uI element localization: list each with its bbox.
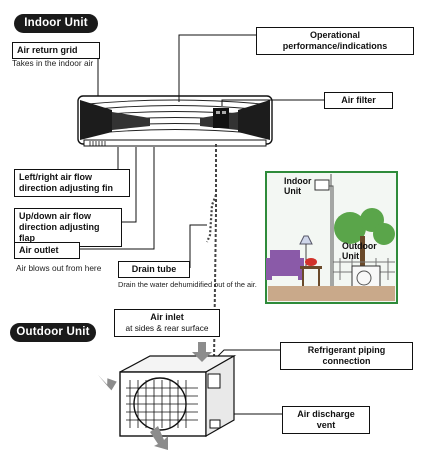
drain-tube-label: Drain tube (118, 261, 190, 278)
refrigerant-label: Refrigerant piping connection (280, 342, 413, 370)
lr-fin-label: Left/right air flow direction adjusting … (14, 169, 130, 197)
air-inlet-label: Air inlet at sides & rear surface (114, 309, 220, 337)
air-discharge-label: Air discharge vent (282, 406, 370, 434)
air-inlet-title: Air inlet (150, 312, 184, 322)
air-filter-label: Air filter (324, 92, 393, 109)
air-outlet-label: Air outlet (14, 242, 80, 259)
inset-outdoor-label: Outdoor Unit (342, 241, 377, 261)
air-outlet-sub: Air blows out from here (16, 263, 102, 273)
indoor-unit-drawing (77, 95, 273, 147)
drain-tube-sub: Drain the water dehumidified out of the … (118, 280, 257, 289)
outdoor-unit-drawing (119, 354, 237, 438)
airflow-arrows (97, 342, 212, 450)
inset-indoor-label: Indoor Unit (284, 176, 312, 196)
air-return-sub: Takes in the indoor air (12, 58, 94, 68)
inset-scene (265, 171, 398, 304)
air-return-label: Air return grid (12, 42, 100, 59)
air-inlet-sub: at sides & rear surface (125, 323, 209, 333)
operational-label: Operational performance/indications (256, 27, 414, 55)
outdoor-unit-title: Outdoor Unit (10, 323, 96, 342)
indoor-unit-title: Indoor Unit (14, 14, 98, 33)
